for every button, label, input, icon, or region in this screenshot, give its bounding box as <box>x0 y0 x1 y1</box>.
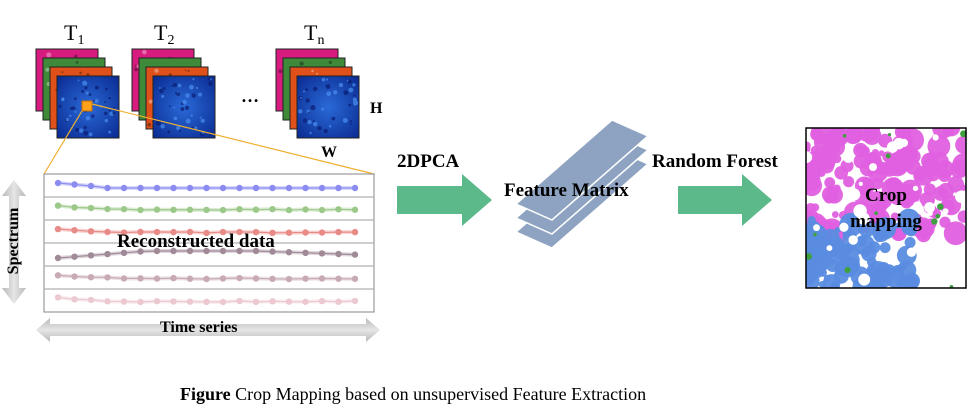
time-label-t2: T2 <box>154 20 175 48</box>
band-layer <box>296 75 360 139</box>
reconstructed-series-row <box>54 179 359 192</box>
reconstructed-series-row <box>54 272 359 283</box>
crop-mapping-label: Crop mapping <box>806 183 966 235</box>
reconstructed-data-label: Reconstructed data <box>117 231 275 252</box>
reconstructed-series-row <box>54 247 359 262</box>
crop-map-image <box>805 127 967 289</box>
spectrum-axis-label: Spectrum <box>5 207 22 275</box>
guide-line-right <box>91 103 375 175</box>
time-label-tn: Tn <box>304 20 325 48</box>
band-layer <box>152 75 216 139</box>
band-layer <box>56 75 120 139</box>
crop-mapping-line1: Crop <box>865 185 907 206</box>
image-stack-1 <box>35 48 120 139</box>
2dpca-label: 2DPCA <box>397 151 460 172</box>
caption-text: Crop Mapping based on unsupervised Featu… <box>230 384 647 404</box>
figure-caption: Figure Crop Mapping based on unsupervise… <box>180 384 646 405</box>
selected-pixel <box>81 100 93 112</box>
reconstructed-series-row <box>54 225 359 237</box>
guide-line-left <box>43 110 83 175</box>
ellipsis-mark: … <box>241 86 259 106</box>
reconstructed-series-row <box>54 294 359 306</box>
random-forest-label: Random Forest <box>652 151 778 172</box>
caption-bold: Figure <box>180 384 231 404</box>
image-stacks <box>35 48 360 139</box>
crop-mapping-line2: mapping <box>850 211 922 232</box>
time-series-arrow <box>36 318 380 342</box>
time-label-t1: T1 <box>64 20 85 48</box>
dimension-w: W <box>321 144 337 161</box>
image-stack-3 <box>275 48 360 139</box>
feature-matrix-sheets <box>514 119 650 249</box>
dimension-h: H <box>370 100 383 117</box>
reconstructed-series-row <box>54 202 359 214</box>
arrow-to-feature <box>397 174 492 226</box>
reconstructed-data-panel <box>43 173 375 313</box>
spectrum-arrow <box>2 180 26 304</box>
feature-matrix-label: Feature Matrix <box>504 180 629 201</box>
time-series-axis-label: Time series <box>160 319 238 336</box>
image-stack-2 <box>131 48 216 139</box>
arrow-to-map <box>678 174 772 226</box>
